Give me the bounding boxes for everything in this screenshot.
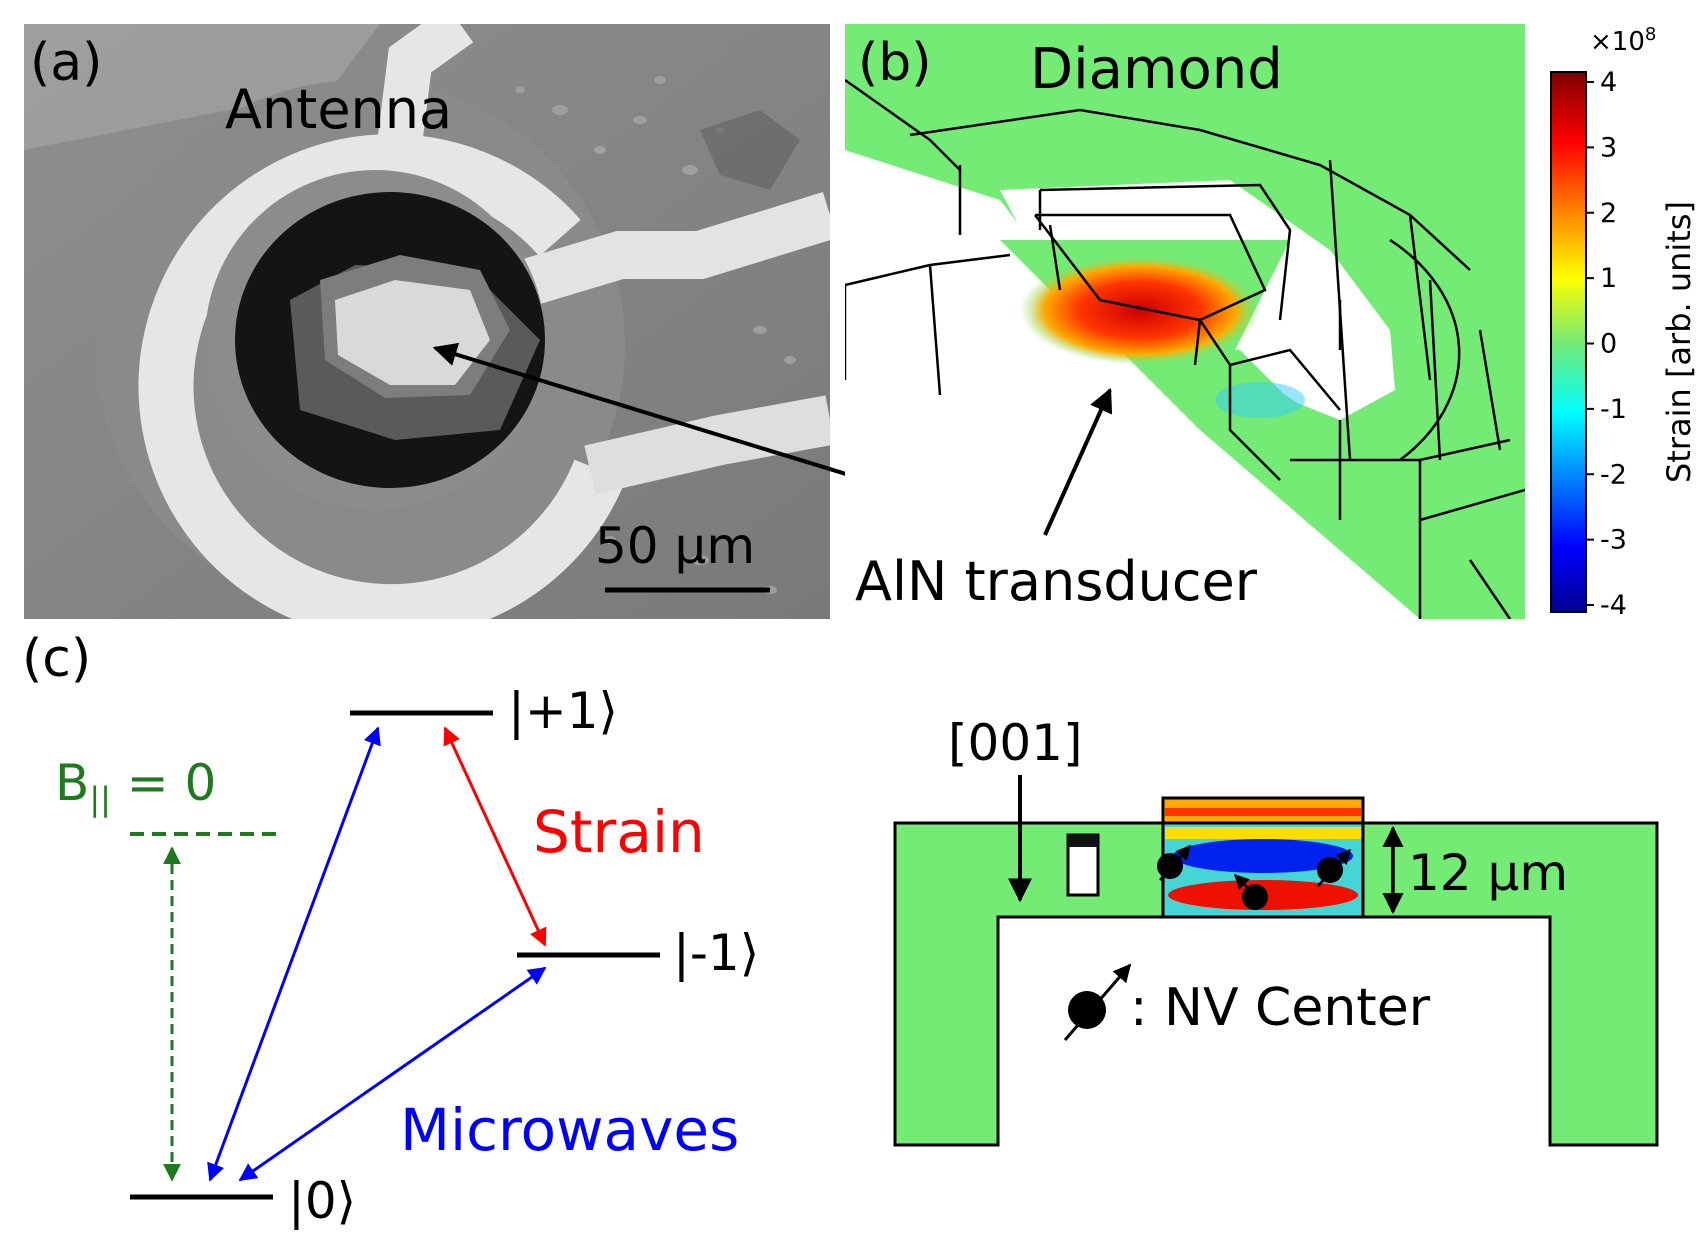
strain-hotspot-blue [1215,382,1305,418]
microwave-arrow-plus1 [207,726,381,1182]
diamond-label: Diamond [1030,37,1283,102]
colorbar-tick-label: -3 [1600,525,1627,556]
wireframe [845,78,1525,619]
panel-a: (a) Antenna 50 μm [24,24,830,619]
antenna-ring [138,134,626,619]
microwave-arrow-minus1 [238,966,547,1182]
strain-label: Strain [533,798,705,866]
colorbar-bar [1550,71,1587,613]
colorbar-tick-label: 4 [1600,67,1617,98]
panel-c-label: (c) [22,629,91,689]
strain-arrow [443,726,547,947]
antenna-feed-line-lower [584,395,830,495]
strain-hotspot [1020,255,1260,365]
transducer-plate-red [1165,808,1361,816]
panel-c: (c) |+1⟩ |-1⟩ |0⟩ B|| = 0 Microwaves Str… [22,629,759,1230]
panel-a-label: (a) [30,33,102,93]
colorbar-ticks: 4 3 2 1 0 -1 -2 -3 -4 [1586,67,1627,621]
colorbar: ×108 4 3 2 1 0 -1 -2 -3 -4 Strain [arb. units] [1550,24,1698,621]
level-plus1-label: |+1⟩ [508,682,618,740]
nv-center-2 [1233,873,1268,910]
microwaves-label: Microwaves [400,1096,739,1164]
panel-b-label: (b) [858,33,932,93]
scale-bar-label: 50 μm [595,517,755,575]
antenna-feed-line [463,192,830,323]
strain-band-blue [1173,839,1353,873]
colorbar-title: Strain [arb. units] [1660,201,1698,483]
colorbar-tick-label: 0 [1600,329,1617,360]
colorbar-tick-label: -1 [1600,394,1627,425]
diamond-cross-section [893,821,1659,1147]
nv-legend-icon [1063,963,1132,1041]
antenna-top-lead [377,24,474,143]
bfield-label: B|| = 0 [55,754,216,818]
antenna-label: Antenna [225,78,452,141]
colorbar-tick-label: 3 [1600,132,1617,163]
transducer-arrow-to-sim [1043,387,1113,536]
nv-center-3 [1317,848,1351,887]
sem-dark-patch [700,110,800,190]
cross-section: [001] 12 μm : NV Center [893,714,1659,1147]
colorbar-exponent-power: 8 [1645,24,1656,45]
colorbar-exponent: ×108 [1590,24,1656,57]
sem-substrate-patch [24,24,380,150]
transducer-label: AlN transducer [855,550,1258,613]
colorbar-tick-label: -2 [1600,459,1627,490]
direction-label: [001] [948,714,1082,772]
colorbar-tick-label: -4 [1600,590,1627,621]
thickness-label: 12 μm [1408,844,1568,902]
nv-center-1 [1157,844,1191,881]
nv-legend-label: : NV Center [1130,978,1431,1038]
strain-band-yellow [1165,827,1361,839]
small-transducer-cap [1068,835,1098,847]
colorbar-tick-label: 2 [1600,198,1617,229]
level-minus1-label: |-1⟩ [673,924,759,982]
colorbar-tick-label: 1 [1600,263,1617,294]
level-zero-label: |0⟩ [288,1172,356,1230]
panel-b: (b) Diamond AlN transducer [845,24,1525,619]
